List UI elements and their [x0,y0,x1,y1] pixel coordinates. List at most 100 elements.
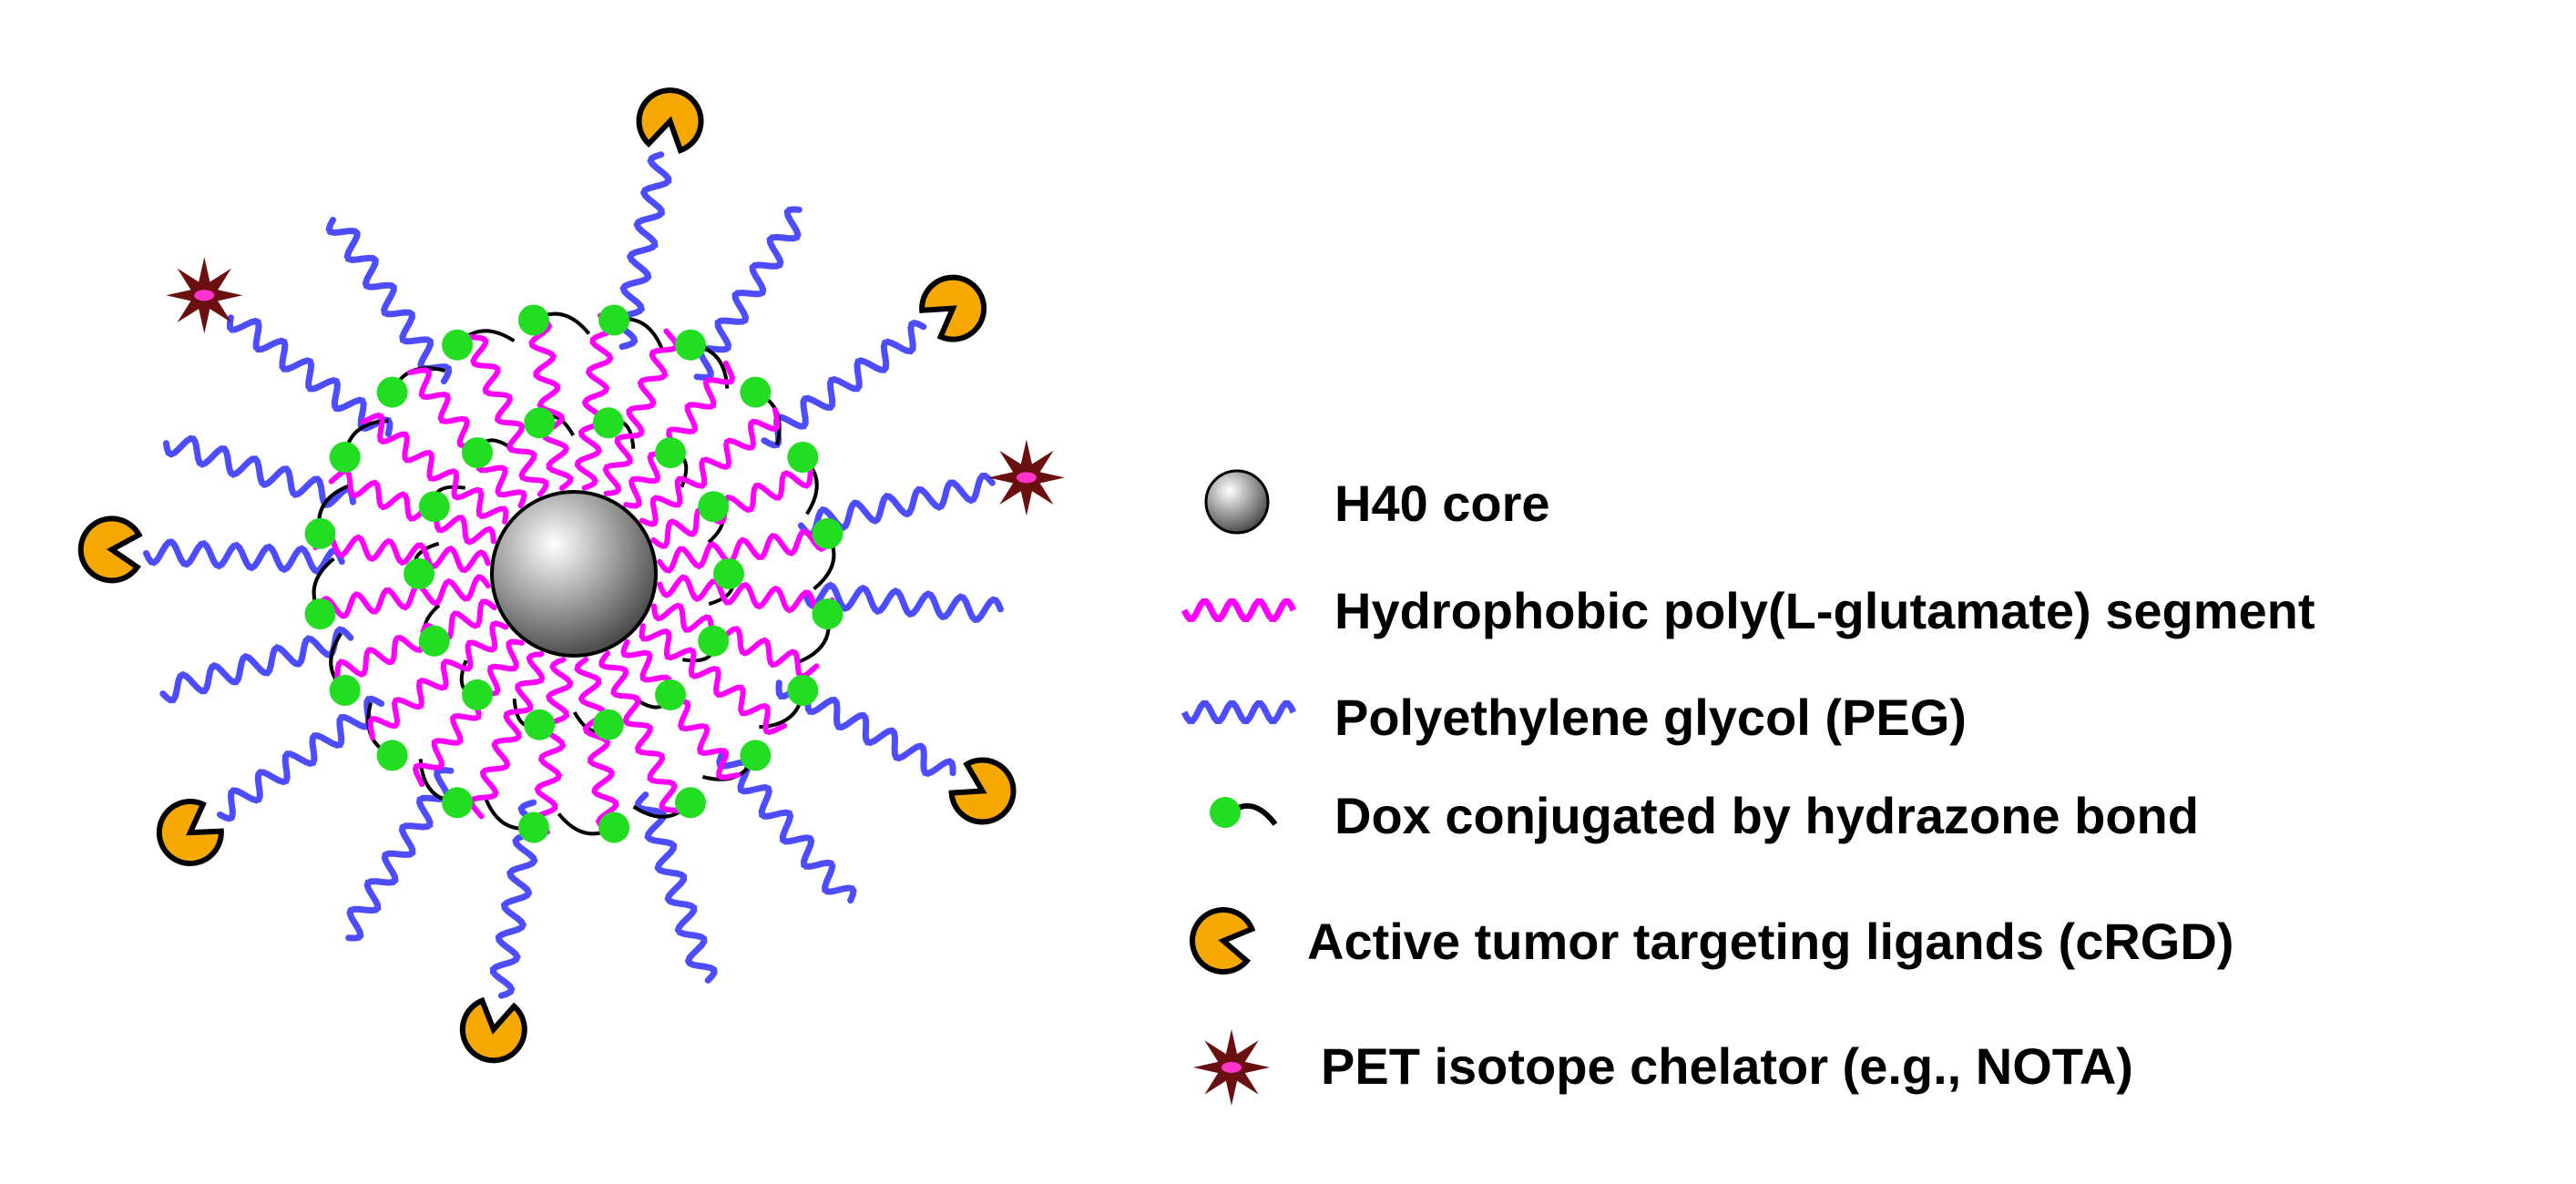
dox-molecules [304,304,843,843]
hydrophobic-segment [598,650,683,814]
peg-chain [345,767,455,942]
pacman-ligand-icon [156,799,224,866]
dox-molecule [598,304,630,336]
dox-molecule [713,558,744,589]
peg-chain [217,695,385,822]
dox-molecule [740,376,772,408]
dox-molecule [698,491,730,523]
legend-label-ligand: Active tumor targeting ligands (cRGD) [1307,913,2234,970]
dox-molecule [442,787,473,819]
hydrophobic-segment [528,314,574,491]
dox-molecule [418,491,450,523]
dox-molecule [442,329,473,361]
dox-molecule [524,709,556,740]
dox-molecule [304,517,336,549]
dox-molecule [524,407,556,439]
dox-molecule [376,740,408,771]
peg-chain [226,314,394,437]
hydrophobic-segment [333,598,497,683]
chain-end-groups [77,87,1065,1064]
hydrophobic-segment [360,412,509,525]
hydrophobic-segment [650,464,814,549]
hydrophobic-segment [602,328,680,496]
hydrophobic-segment [623,360,736,509]
dox-molecule [787,675,819,706]
legend-item-chelator: PET isotope chelator (e.g., NOTA) [1193,1029,2133,1106]
hydrophobic-segment [530,657,574,835]
legend-item-hydrophobic: Hydrophobic poly(L-glutamate) segment [1181,582,2315,639]
dox-molecule [812,517,843,549]
dox-molecule [655,437,686,469]
peg-chain [716,748,857,904]
hydrophobic-segment [574,312,618,491]
chelator-center [1016,472,1037,484]
peg-chain [325,217,453,385]
pacman-ligand-icon [948,757,1017,825]
peg-chain [162,434,356,509]
legend-label-hydrophobic: Hydrophobic poly(L-glutamate) segment [1334,582,2315,639]
legend-item-dox: Dox conjugated by hydrazone bond [1210,787,2199,844]
peg-chain [613,151,672,351]
hydrophobic-segment [328,468,496,546]
hydrophobic-segment [639,623,788,736]
pacman-ligand-icon [77,515,143,584]
hydrophobic-segment [657,574,835,618]
peg-chain [634,791,718,984]
pacman-ligand-icon [459,996,527,1064]
sphere-icon [1204,469,1270,535]
dox-molecule [598,811,630,843]
dox-molecule [517,811,549,843]
legend-item-peg: Polyethylene glycol (PEG) [1181,689,1967,746]
star-chelator-icon [1193,1029,1270,1106]
hydrophobic-segment [367,620,509,740]
hydrophobic-segment [657,528,833,574]
dox-molecule [462,679,493,710]
pacman-ligand-icon [919,274,987,342]
pacman-ligand-icon [636,87,704,154]
dox-molecule [404,558,434,589]
dox-molecule [655,679,686,710]
chelator-center [194,290,215,301]
dox-molecule [787,442,819,473]
pacman-ligand-shape [1190,907,1256,975]
legend-item-core: H40 core [1204,469,1550,535]
hydrophobic-segment [314,574,491,619]
dox-molecule [329,442,361,473]
peg-chain [761,319,927,449]
dox-molecule [592,407,624,439]
blue-wave-icon [1181,700,1297,724]
dox-molecule [592,709,624,740]
hydrophobic-segment [620,638,741,781]
peg-chain [802,581,1004,624]
peg-chain [693,206,802,381]
legend-item-ligand: Active tumor targeting ligands (cRGD) [1190,907,2234,975]
dox-molecule [698,625,730,657]
peg-chain [159,626,354,704]
magenta-wave-icon [1181,598,1297,622]
h40-core [490,490,658,658]
dox-molecule [462,437,493,469]
legend-label-chelator: PET isotope chelator (e.g., NOTA) [1321,1037,2133,1095]
dox-molecule [812,598,843,630]
chelator-center [1222,1062,1242,1073]
hydrophobic-segment [312,530,491,574]
hydrophobic-segment [465,333,549,497]
hydrophobic-segment [574,657,619,833]
legend-label-peg: Polyethylene glycol (PEG) [1334,689,1967,746]
hydrophobic-segment [407,367,527,509]
dox-molecule [418,625,450,657]
dox-molecule [517,304,549,336]
legend-label-dox: Dox conjugated by hydrazone bond [1334,787,2199,844]
pacman-ligand-icon [1190,907,1256,975]
legend-label-core: H40 core [1334,475,1550,532]
dox-molecule [740,740,772,771]
dox-molecule [675,787,706,819]
dox-molecule [675,329,706,361]
dox-molecule [329,675,361,706]
dox-molecule [376,376,408,408]
peg-chain [143,538,345,576]
hydrophobic-segment [468,651,546,820]
hydrophobic-segment [412,638,525,788]
dox-molecule [304,598,336,630]
